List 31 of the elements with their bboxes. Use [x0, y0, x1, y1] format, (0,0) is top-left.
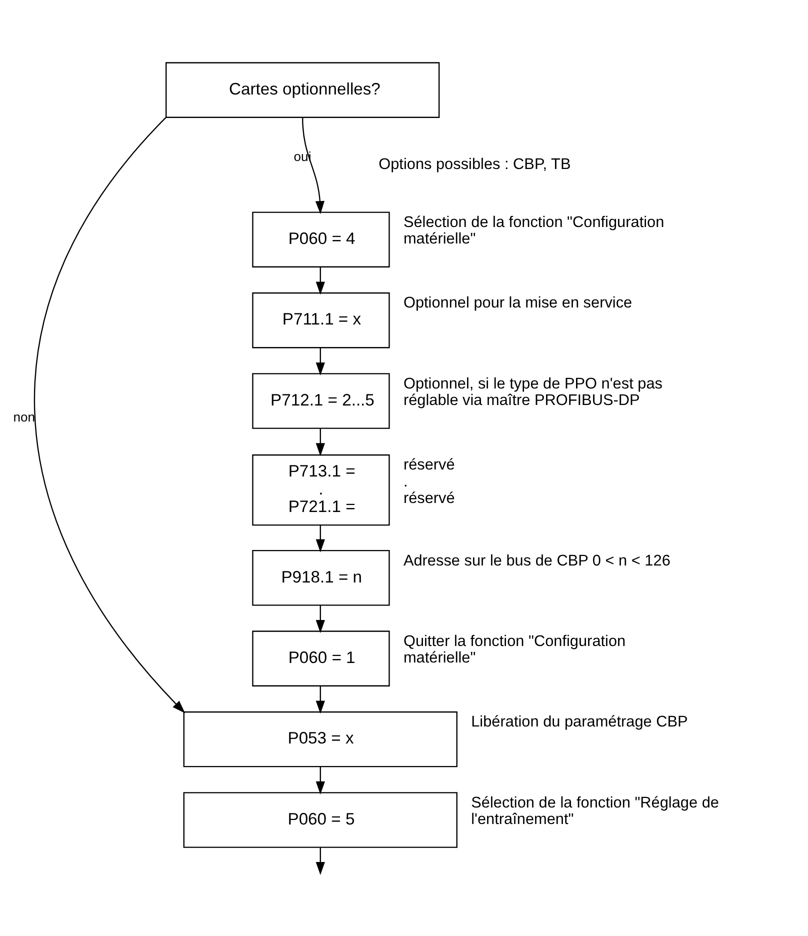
- node-label: Sélection de la fonction "Réglage de l'entraînement": [471, 794, 719, 828]
- node-box: P060 = 5: [183, 792, 458, 848]
- arrow: [34, 116, 186, 713]
- label: Options possibles : CBP, TB: [378, 155, 571, 172]
- arrow: [316, 347, 325, 375]
- node-label: .: [403, 472, 408, 490]
- node-box: P711.1 = x: [252, 292, 390, 348]
- node-label: Libération du paramétrage CBP: [471, 713, 688, 730]
- node-box: P712.1 = 2...5: [252, 372, 390, 428]
- arrow: [316, 685, 325, 714]
- arrow: [316, 766, 325, 794]
- node-label: Quitter la fonction "Configuration matérielle": [403, 632, 626, 666]
- node-label: Adresse sur le bus de CBP 0 < n < 126: [403, 552, 670, 569]
- arrow: [316, 266, 325, 294]
- node-label: réservé: [403, 456, 455, 474]
- node-box: P060 = 4: [252, 211, 390, 267]
- arrow: [316, 428, 325, 456]
- node-label: Sélection de la fonction "Configuration matérielle": [403, 214, 664, 248]
- node-box: P918.1 = n: [252, 549, 390, 606]
- node-label: Optionnel pour la mise en service: [403, 294, 632, 312]
- arrow: [302, 116, 325, 214]
- node-label: réservé: [403, 489, 455, 506]
- node-box: P713.1 = . P721.1 =: [252, 454, 390, 526]
- arrow: [316, 524, 325, 552]
- node-label: Optionnel, si le type de PPO n'est pas réglable via maître PROFIBUS-DP: [403, 374, 662, 409]
- arrow: [316, 846, 325, 875]
- node-box: P060 = 1: [252, 630, 390, 686]
- node-box: Cartes optionnelles?: [166, 62, 440, 118]
- arrow: [316, 604, 325, 633]
- node-box: P053 = x: [183, 710, 458, 767]
- edge-label: non: [13, 408, 36, 424]
